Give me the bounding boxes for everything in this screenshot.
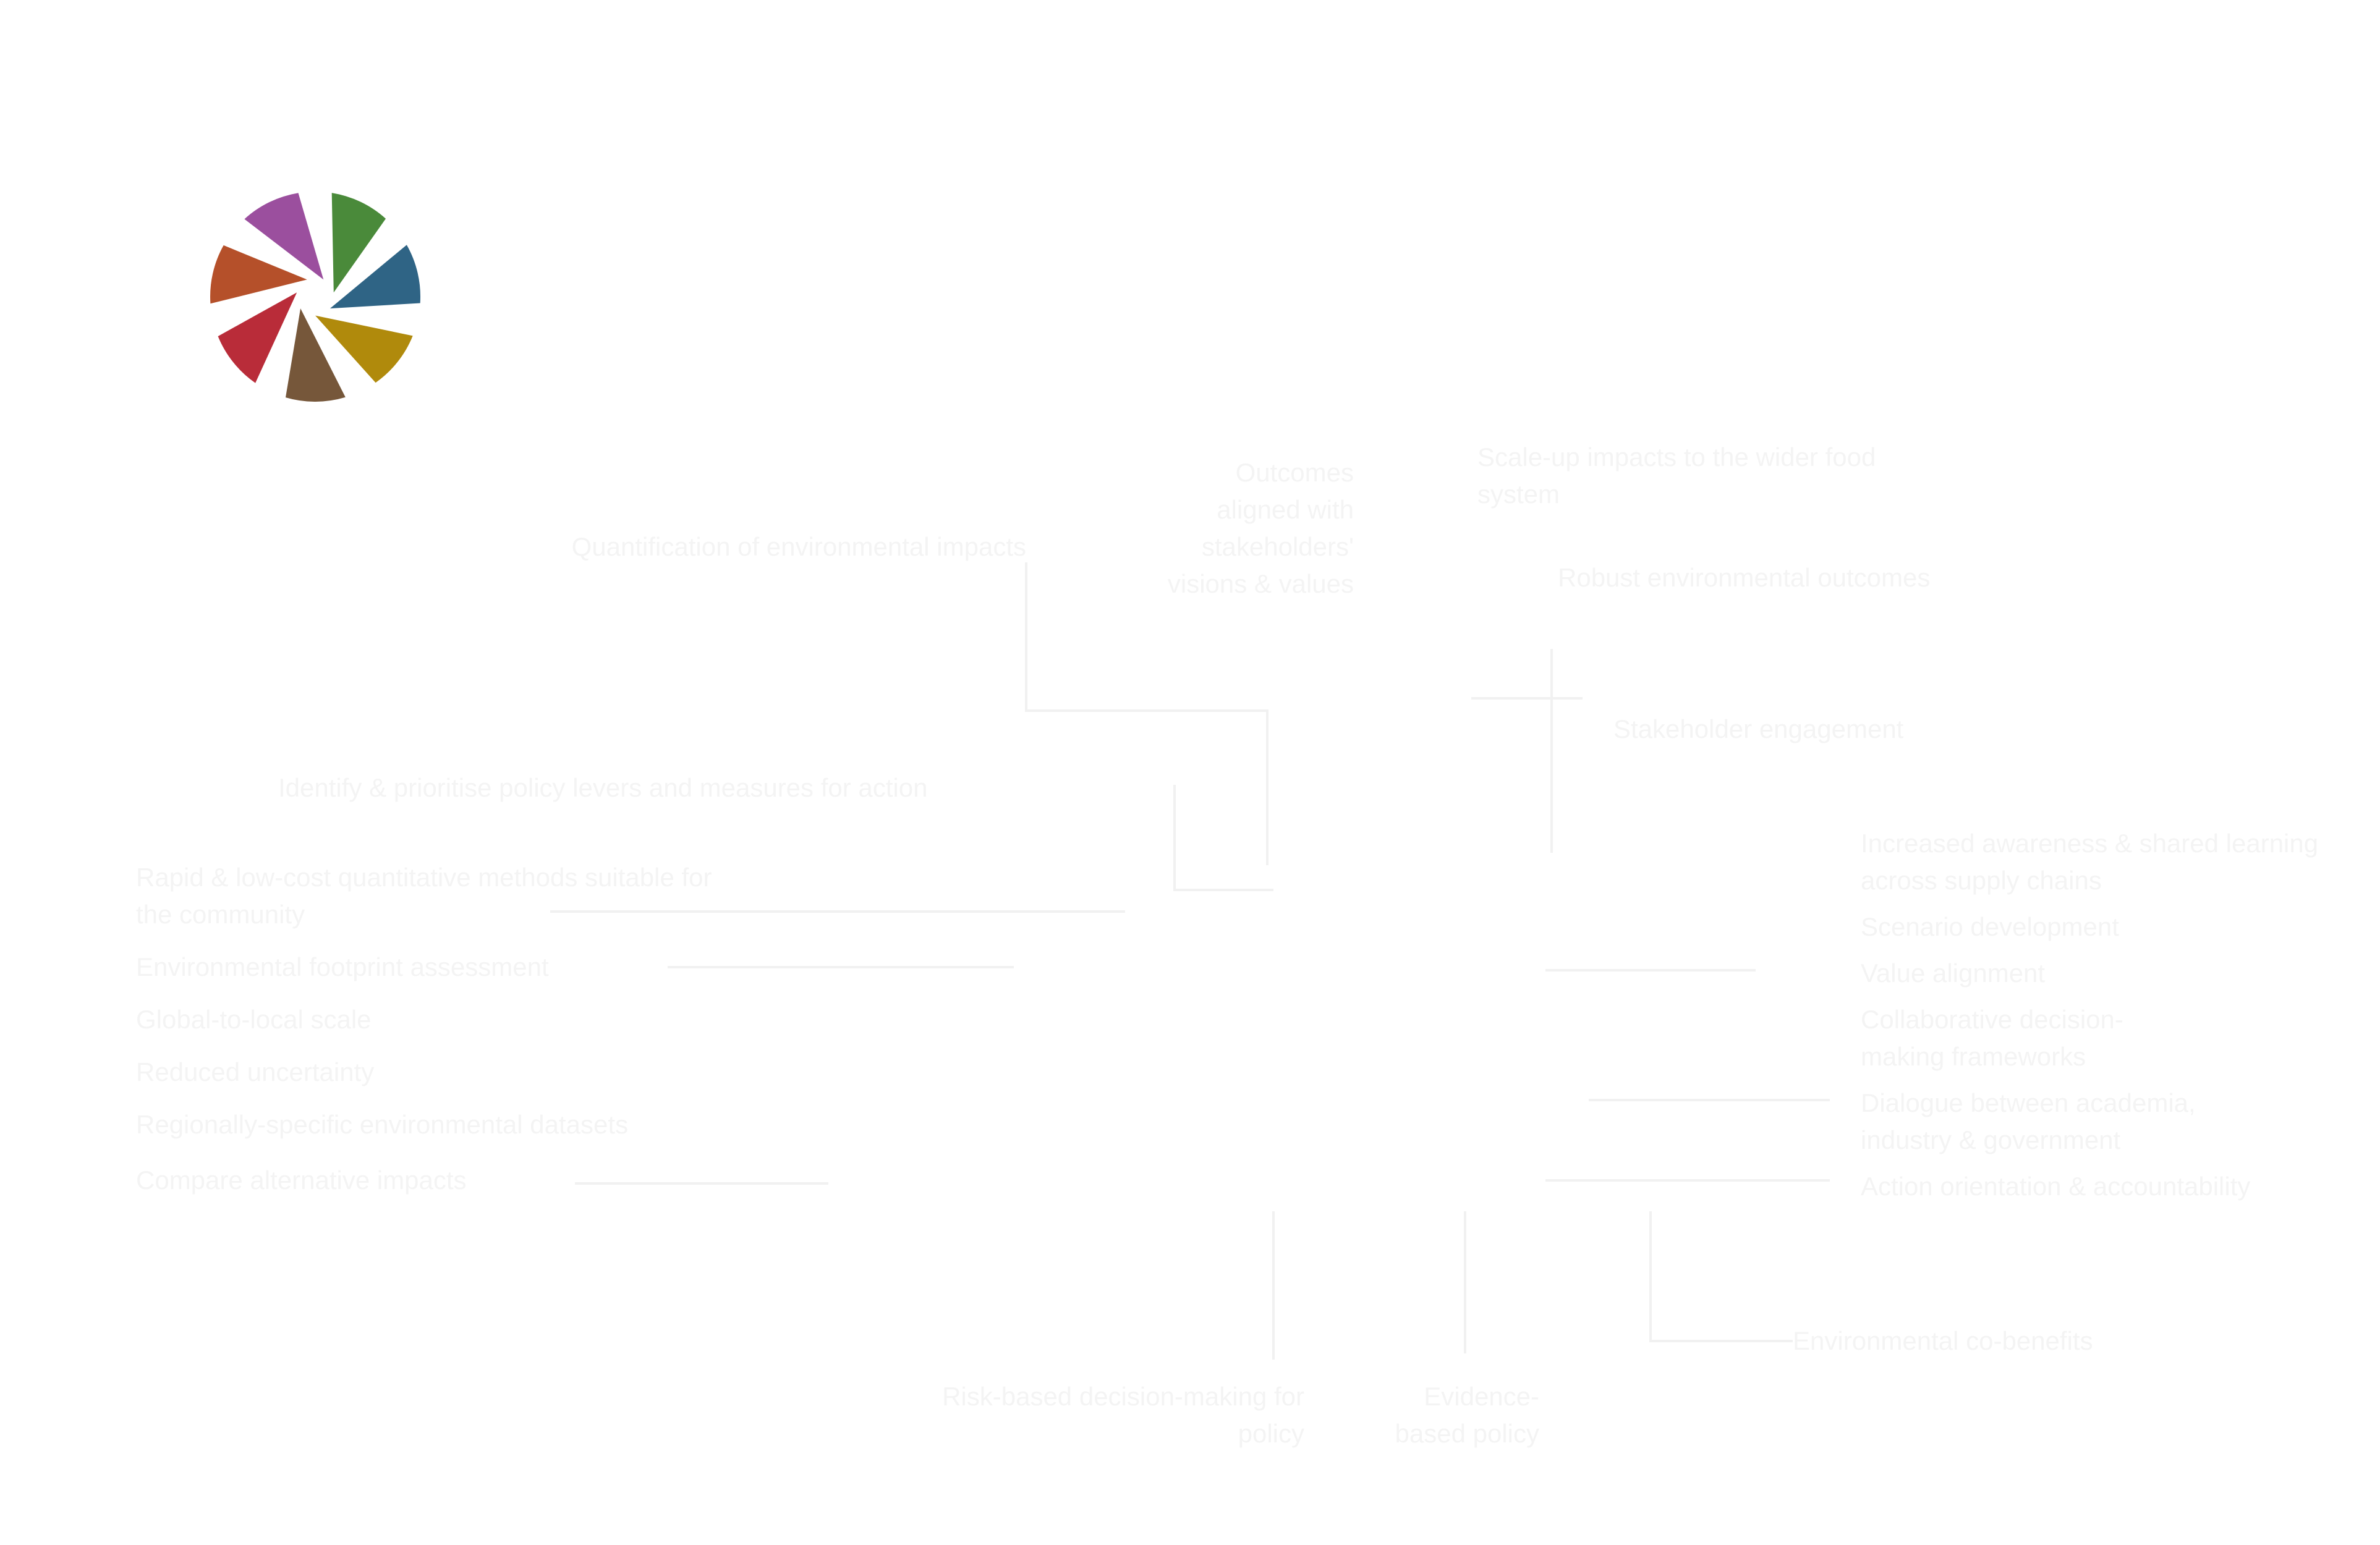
connector-line: [1173, 785, 1273, 891]
logo-segment: [329, 245, 421, 309]
logo-segment: [244, 193, 324, 280]
right-item-6: Action orientation & accountability: [1861, 1172, 2251, 1201]
bottom-center-label-2: Evidence-based policy: [1395, 1382, 1539, 1448]
bottom-center-label-1: Risk-based decision-making for policy: [942, 1382, 1304, 1448]
left-item-2: Environmental footprint assessment: [136, 952, 549, 981]
left-item-6: Compare alternative impacts: [136, 1166, 467, 1195]
right-mid-label: Stakeholder engagement: [1613, 714, 1904, 743]
quantification-label: Quantification of environmental impacts: [571, 532, 1026, 561]
right-item-3: Value alignment: [1861, 959, 2046, 988]
bottom-right-label: Environmental co-benefits: [1793, 1326, 2093, 1355]
connector-line: [1025, 562, 1269, 865]
policy-options-label: Identify & prioritise policy levers and …: [278, 773, 928, 802]
logo-segment: [331, 193, 386, 293]
left-item-1: Rapid & low-cost quantitative methods su…: [136, 863, 712, 929]
right-top-label-1: Scale-up impacts to the wider food syste…: [1477, 442, 1876, 509]
logo-segment: [286, 308, 346, 402]
left-item-5: Regionally-specific environmental datase…: [136, 1110, 629, 1139]
right-item-2: Scenario development: [1861, 912, 2119, 941]
left-item-4: Reduced uncertainty: [136, 1057, 375, 1086]
right-top-label-2: Robust environmental outcomes: [1558, 563, 1931, 592]
center-top-label: Outcomes aligned with stakeholders' visi…: [1167, 458, 1354, 598]
logo-segment: [315, 315, 413, 383]
right-item-4: Collaborative decision-making frameworks: [1861, 1005, 2123, 1071]
right-item-1: Increased awareness & shared learning ac…: [1861, 829, 2319, 895]
logo-segment: [210, 245, 307, 304]
left-item-3: Global-to-local scale: [136, 1005, 372, 1034]
right-item-5: Dialogue between academia, industry & go…: [1861, 1088, 2196, 1154]
connector-line: [1649, 1211, 1793, 1342]
logo-segments: [210, 193, 421, 402]
logo-segment: [218, 292, 297, 383]
aperture-logo: [210, 193, 421, 402]
